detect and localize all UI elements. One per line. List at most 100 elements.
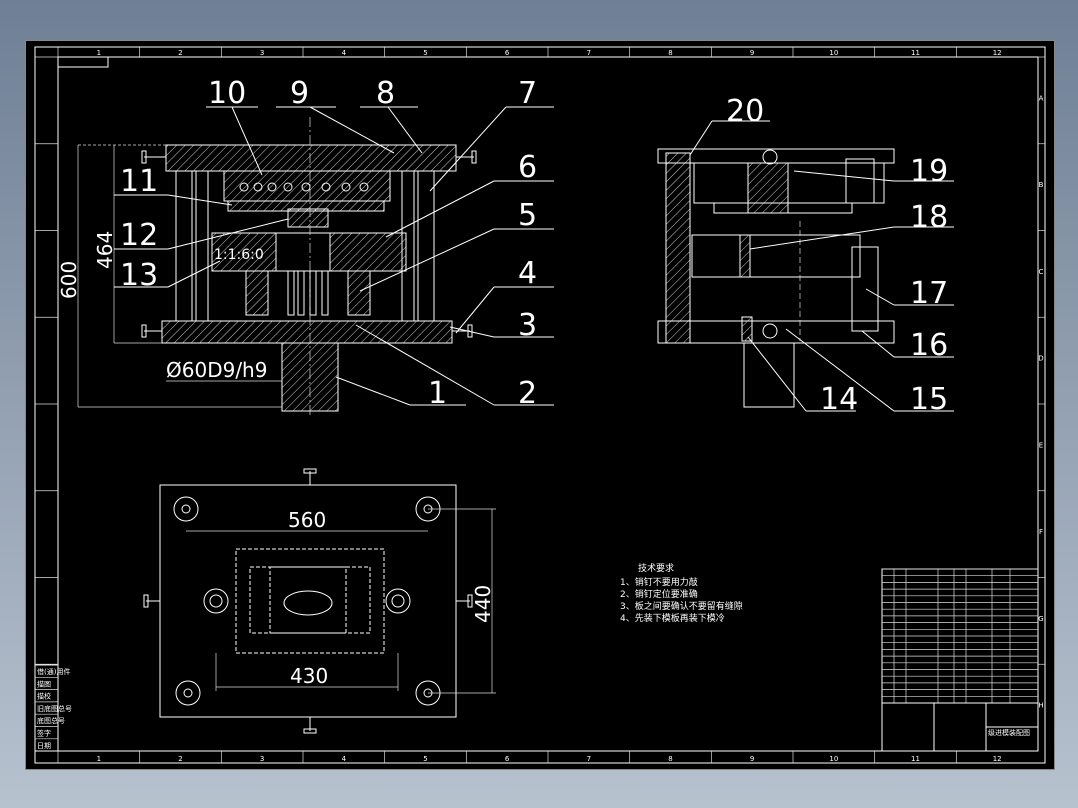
technical-requirements: 技术要求 1、销钉不要用力敲 2、销钉定位要准确 3、板之间要确认不要留有缝隙 … — [620, 562, 743, 624]
col-number-top: 4 — [342, 49, 347, 57]
tech-item-4: 4、先装下模板再装下模冷 — [620, 612, 725, 624]
punch-holder — [287, 208, 329, 228]
col-number-top: 10 — [829, 49, 838, 57]
upper-die-seat — [165, 144, 457, 172]
die-inscription: 1:1:6:0 — [214, 247, 264, 263]
row-letter: C — [1039, 268, 1044, 276]
col-number-bottom: 10 — [829, 755, 838, 763]
outer-border — [34, 46, 1046, 764]
label-11: 11 — [120, 164, 158, 199]
col-number-bottom: 6 — [505, 755, 510, 763]
row-letter: H — [1038, 702, 1043, 710]
row-letter: F — [1039, 528, 1043, 536]
left-block-label: 描图 — [37, 679, 51, 688]
guide-post-right — [417, 170, 435, 322]
label-15: 15 — [910, 382, 948, 417]
row-letter: E — [1039, 441, 1043, 449]
side-view: 20 19 18 17 16 15 14 — [657, 94, 954, 417]
label-5: 5 — [518, 198, 537, 233]
col-number-bottom: 8 — [668, 755, 672, 763]
label-2: 2 — [518, 376, 537, 411]
col-number-top: 3 — [260, 49, 264, 57]
row-letter: D — [1038, 355, 1043, 363]
tech-item-3: 3、板之间要确认不要留有缝隙 — [620, 600, 743, 612]
col-number-bottom: 7 — [587, 755, 591, 763]
col-number-bottom: 3 — [260, 755, 264, 763]
side-guide — [665, 152, 691, 344]
label-14: 14 — [820, 382, 858, 417]
label-3: 3 — [518, 308, 537, 343]
label-17: 17 — [910, 276, 948, 311]
row-letter: A — [1039, 94, 1044, 102]
dim-inner-height: 464 — [93, 231, 117, 269]
col-number-bottom: 12 — [993, 755, 1002, 763]
label-9: 9 — [290, 76, 309, 111]
die-block-left — [211, 232, 277, 272]
row-letters: A B C D E F G H — [35, 56, 1045, 710]
col-number-top: 11 — [911, 49, 920, 57]
lower-die-seat — [161, 320, 453, 344]
tech-item-1: 1、销钉不要用力敲 — [620, 576, 698, 588]
bolt-row — [239, 182, 369, 192]
col-number-bottom: 11 — [911, 755, 920, 763]
drawing-name: 级进模装配图 — [988, 728, 1030, 737]
side-leaders — [689, 120, 954, 412]
label-16: 16 — [910, 328, 948, 363]
col-number-bottom: 2 — [178, 755, 182, 763]
col-number-top: 7 — [587, 49, 591, 57]
dim-hole-spacing-y: 440 — [471, 585, 495, 623]
row-letter: B — [1039, 181, 1044, 189]
support-left — [245, 270, 269, 316]
label-12: 12 — [120, 218, 158, 253]
left-block-label: 描校 — [37, 692, 51, 701]
tech-item-2: 2、销钉定位要准确 — [620, 588, 698, 600]
dim-overall-height: 600 — [57, 261, 81, 299]
front-section-view: 1:1:6:0 600 464 Ø60D9/h9 — [57, 76, 554, 417]
col-number-top: 5 — [423, 49, 427, 57]
left-block-label: 旧底图总号 — [37, 704, 72, 713]
dim-guide-fit: Ø60D9/h9 — [166, 358, 267, 382]
label-19: 19 — [910, 154, 948, 189]
col-number-bottom: 5 — [423, 755, 427, 763]
col-number-bottom: 4 — [342, 755, 347, 763]
dim-hole-spacing-x: 560 — [288, 508, 326, 532]
upper-plate — [223, 170, 391, 202]
die-block-right — [329, 232, 407, 272]
corner-box — [57, 56, 109, 68]
left-block-label: 签字 — [37, 729, 51, 738]
tech-title: 技术要求 — [638, 562, 674, 574]
label-10: 10 — [208, 76, 246, 111]
label-20: 20 — [726, 94, 764, 129]
left-block-label: 借(通)用件 — [37, 667, 70, 676]
front-leaders — [114, 106, 554, 406]
label-8: 8 — [376, 76, 395, 111]
label-6: 6 — [518, 150, 537, 185]
label-13: 13 — [120, 258, 158, 293]
label-18: 18 — [910, 200, 948, 235]
row-letter: G — [1038, 615, 1043, 623]
col-number-top: 8 — [668, 49, 672, 57]
col-number-top: 12 — [993, 49, 1002, 57]
dim-die-width: 430 — [290, 664, 328, 688]
label-1: 1 — [428, 376, 447, 411]
col-number-top: 6 — [505, 49, 510, 57]
support-right — [347, 270, 371, 316]
side-screws — [141, 150, 477, 338]
left-block-label: 日期 — [37, 742, 51, 750]
top-view: 560 440 430 — [143, 468, 496, 734]
label-7: 7 — [518, 76, 537, 111]
col-number-top: 9 — [750, 49, 754, 57]
label-4: 4 — [518, 256, 537, 291]
col-number-top: 2 — [178, 49, 182, 57]
side-punch — [747, 162, 789, 214]
col-number-bottom: 9 — [750, 755, 754, 763]
col-number-bottom: 1 — [97, 755, 101, 763]
title-block: 级进模装配图 — [881, 568, 1039, 752]
bom-table — [882, 568, 1038, 704]
col-number-top: 1 — [97, 49, 101, 57]
left-block-label: 底图总号 — [37, 716, 65, 725]
